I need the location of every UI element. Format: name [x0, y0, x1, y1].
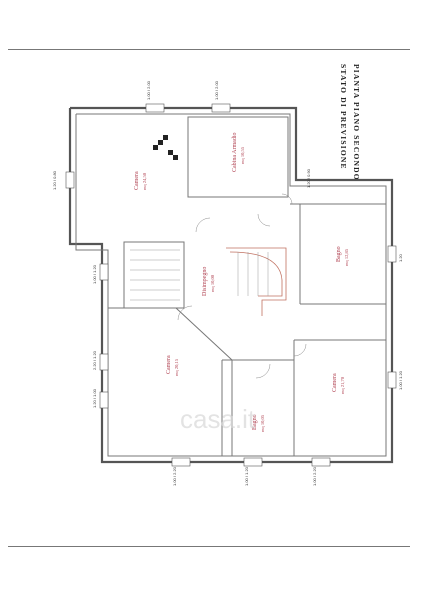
dim-top-a: 1.00 / 2.00 — [146, 80, 151, 100]
dim-left-b: 1.00 / 1.20 — [92, 264, 97, 284]
dim-top-b: 1.00 / 2.00 — [214, 80, 219, 100]
watermark-logo: casa.it — [180, 404, 256, 434]
dim-left-d: 1.20 / 1.00 — [92, 388, 97, 408]
dim-left-c: 2.20 / 1.20 — [92, 350, 97, 370]
dim-bottom-b: 1.00 / 1.20 — [244, 466, 249, 486]
inner-walls — [75, 113, 387, 457]
exterior-walls — [68, 106, 394, 464]
dim-bottom-a: 1.00 / 2.20 — [172, 466, 177, 486]
dim-right-a: 1.20 / 0.90 — [306, 168, 311, 188]
window-markers — [65, 103, 397, 467]
room-label-bagno-right: Bagno — [336, 246, 342, 262]
dim-left-a: 1.20 / 0.80 — [52, 170, 57, 190]
bottom-border-rule — [8, 546, 410, 547]
room-area-disimpegno: mq 10,00 — [210, 274, 216, 292]
dim-right-c: 1.00 / 1.20 — [398, 370, 403, 390]
dim-right-b: 1.20 — [398, 253, 403, 262]
plan-title-line1: STATO DI PREVISIONE — [339, 64, 348, 170]
room-area-camera-bottom-right: mq 21,70 — [340, 376, 346, 394]
room-area-bagno-bottom: mq 10,05 — [260, 414, 266, 432]
room-label-cabina-armadio: Cabina Armadio — [232, 133, 238, 173]
room-area-camera-top-left: mq 24,50 — [142, 172, 148, 190]
room-label-camera-bottom-left: Camera — [166, 355, 172, 374]
dim-bottom-c: 1.00 / 2.20 — [312, 466, 317, 486]
door-swings — [177, 193, 307, 379]
room-area-bagno-right: mq 12,85 — [344, 248, 350, 266]
spiral-staircase — [226, 247, 287, 316]
stair-treads — [130, 249, 269, 301]
room-area-cabina-armadio: mq 10,55 — [240, 146, 246, 164]
fixture-blocks — [153, 135, 178, 160]
room-label-camera-top-left: Camera — [134, 171, 140, 190]
plan-title-line2: PIANTA PIANO SECONDO — [352, 64, 361, 181]
room-label-camera-bottom-right: Camera — [332, 373, 338, 392]
top-border-rule — [8, 49, 410, 50]
room-label-bagno-bottom: Bagno — [252, 414, 258, 430]
room-label-disimpegno: Disimpegno — [202, 267, 208, 296]
room-area-camera-bottom-left: mq 20,15 — [174, 358, 180, 376]
